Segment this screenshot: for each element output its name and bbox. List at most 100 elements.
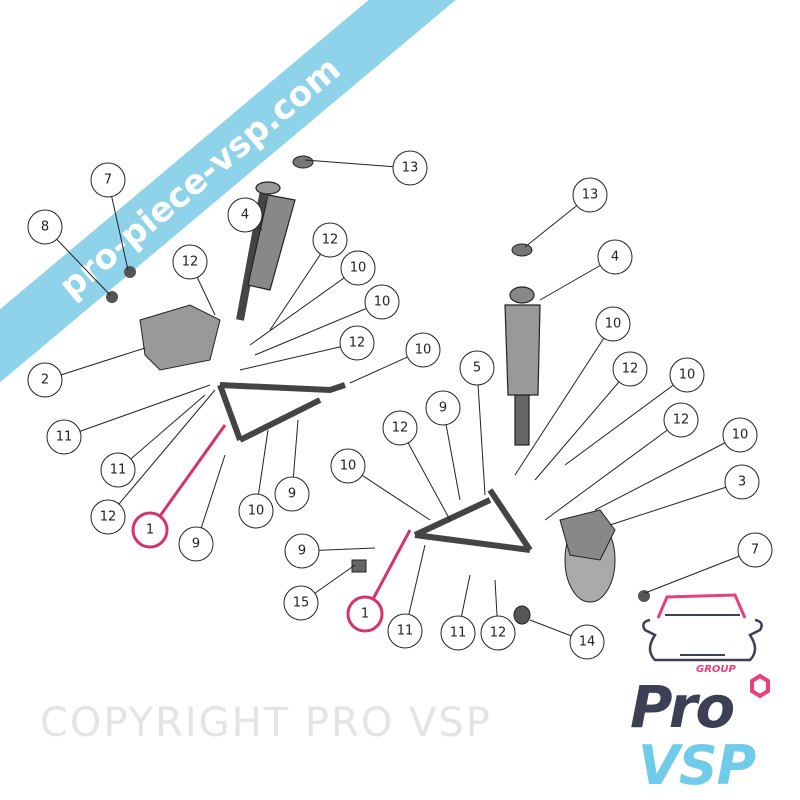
callout-number: 11 xyxy=(397,624,414,639)
right-wishbone xyxy=(413,488,533,553)
callout-12: 12 xyxy=(339,325,375,361)
callout-circle xyxy=(459,350,495,386)
callout-circle xyxy=(227,197,263,233)
callout-13: 13 xyxy=(392,150,428,186)
callout-circle xyxy=(392,150,428,186)
callout-circle xyxy=(178,526,214,562)
callout-number: 12 xyxy=(622,362,639,377)
callout-11: 11 xyxy=(46,419,82,455)
callout-12: 12 xyxy=(663,402,699,438)
callout-number: 12 xyxy=(349,336,366,351)
callout-14: 14 xyxy=(569,624,605,660)
callout-number: 11 xyxy=(56,430,73,445)
bushing-15 xyxy=(351,559,367,573)
callout-circle xyxy=(387,613,423,649)
provsp-logo: GROUP Pro VSP xyxy=(610,580,800,798)
callout-circle xyxy=(46,419,82,455)
callout-number: 4 xyxy=(611,250,619,265)
callout-13: 13 xyxy=(572,177,608,213)
callout-number: 10 xyxy=(605,317,622,332)
logo-vsp-text: VSP xyxy=(638,734,756,797)
callout-12: 12 xyxy=(90,499,126,535)
callout-circle xyxy=(572,177,608,213)
callout-number: 4 xyxy=(241,208,249,223)
callout-number: 1 xyxy=(146,523,154,538)
leader-line xyxy=(269,239,331,331)
callout-10: 10 xyxy=(364,284,400,320)
leader-line xyxy=(644,549,756,594)
callout-number: 9 xyxy=(439,401,447,416)
callout-number: 12 xyxy=(490,626,507,641)
callout-circle xyxy=(669,357,705,393)
leader-line xyxy=(254,301,383,356)
callout-10: 10 xyxy=(330,448,366,484)
copyright-watermark: COPYRIGHT PRO VSP xyxy=(40,700,492,746)
callout-circle xyxy=(569,624,605,660)
callout-number: 10 xyxy=(340,459,357,474)
callout-number: 15 xyxy=(293,596,310,611)
callout-circle xyxy=(722,417,758,453)
callout-1: 1 xyxy=(131,511,169,549)
callout-circle xyxy=(284,533,320,569)
callout-circle xyxy=(595,306,631,342)
callout-circle xyxy=(405,332,441,368)
callout-number: 7 xyxy=(104,173,112,188)
callout-number: 12 xyxy=(182,255,199,270)
callout-circle xyxy=(340,250,376,286)
callout-12: 12 xyxy=(312,222,348,258)
callout-number: 13 xyxy=(402,161,419,176)
callout-3: 3 xyxy=(724,464,760,500)
callout-number: 12 xyxy=(322,233,339,248)
callout-11: 11 xyxy=(100,452,136,488)
callout-2: 2 xyxy=(27,362,63,398)
callout-number: 8 xyxy=(41,220,49,235)
callout-circle xyxy=(274,476,310,512)
callout-circle xyxy=(440,615,476,651)
callout-1: 1 xyxy=(346,595,384,633)
callout-circle xyxy=(663,402,699,438)
callout-circle xyxy=(330,448,366,484)
leader-line xyxy=(544,419,682,521)
callout-7: 7 xyxy=(737,532,773,568)
leader-line xyxy=(564,374,688,466)
logo-group-text: GROUP xyxy=(696,664,736,675)
callout-4: 4 xyxy=(597,239,633,275)
callout-number: 10 xyxy=(374,295,391,310)
leader-line xyxy=(534,368,631,481)
callout-circle xyxy=(100,452,136,488)
left-shock-absorber xyxy=(236,181,296,321)
right-hub-disc xyxy=(559,509,616,603)
callout-circle xyxy=(90,499,126,535)
callout-number: 12 xyxy=(392,421,409,436)
callout-12: 12 xyxy=(480,615,516,651)
leader-line xyxy=(476,367,486,496)
callout-8: 8 xyxy=(27,209,63,245)
callout-circle xyxy=(172,244,208,280)
logo-pro-text: Pro xyxy=(630,673,735,741)
callout-number: 12 xyxy=(673,413,690,428)
callout-10: 10 xyxy=(595,306,631,342)
callout-10: 10 xyxy=(238,493,274,529)
leader-line xyxy=(117,394,206,471)
callout-circle xyxy=(283,585,319,621)
callout-number: 9 xyxy=(288,487,296,502)
leader-line xyxy=(148,424,227,531)
callout-circle xyxy=(612,351,648,387)
leader-line xyxy=(304,159,411,169)
callout-10: 10 xyxy=(669,357,705,393)
callout-number: 10 xyxy=(679,368,696,383)
callout-circle xyxy=(339,325,375,361)
callout-number: 12 xyxy=(100,510,117,525)
callout-12: 12 xyxy=(612,351,648,387)
callout-4: 4 xyxy=(227,197,263,233)
right-shock-absorber xyxy=(504,286,541,446)
callout-9: 9 xyxy=(178,526,214,562)
left-wishbone xyxy=(217,382,346,443)
callout-12: 12 xyxy=(172,244,208,280)
callout-circle xyxy=(238,493,274,529)
callout-number: 10 xyxy=(350,261,367,276)
leader-line xyxy=(249,267,359,346)
callout-number: 10 xyxy=(248,504,265,519)
leader-line xyxy=(514,323,614,476)
